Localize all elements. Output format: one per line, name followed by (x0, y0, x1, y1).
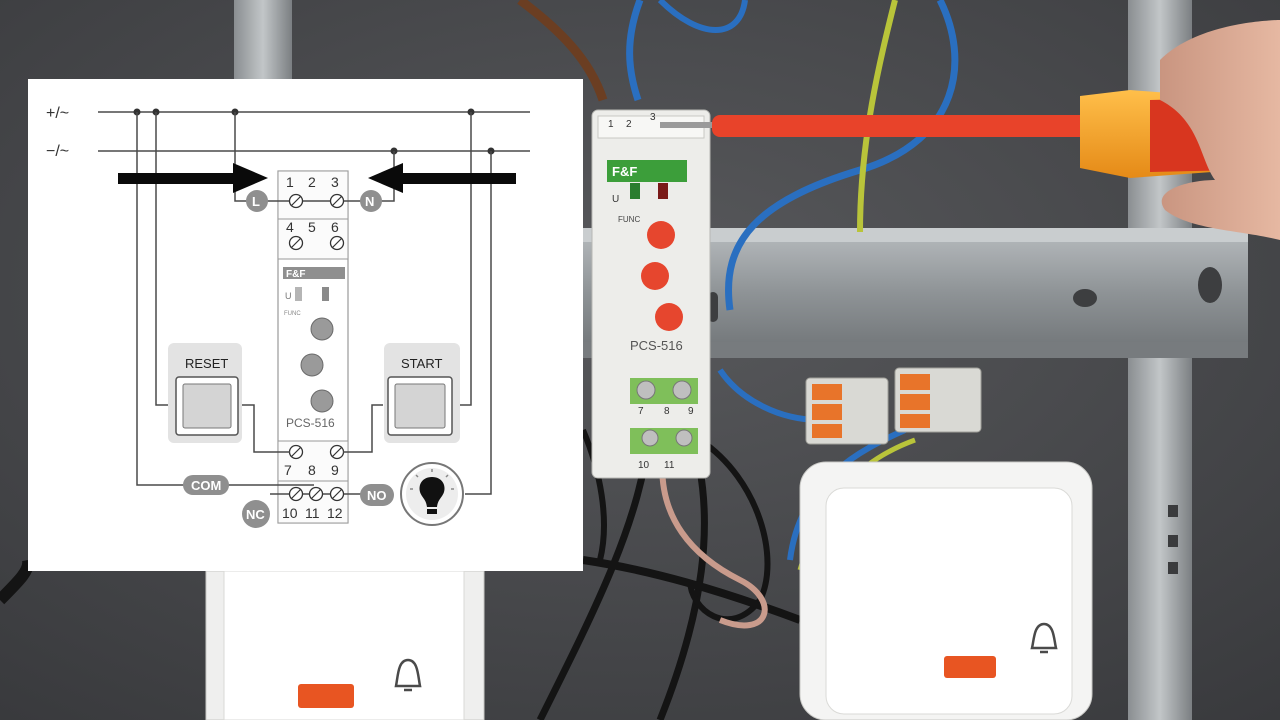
switch-indicator (298, 684, 354, 708)
terminal-label-7: 7 (284, 462, 292, 478)
terminal-label-5: 5 (308, 219, 316, 235)
wire-start-out (343, 404, 383, 453)
screwdriver-sleeve (712, 115, 1092, 137)
photo-led-red (658, 183, 668, 199)
photo-terminal-8: 8 (664, 406, 670, 417)
doorbell-switch-right (799, 461, 1093, 720)
badge-nc-text: NC (246, 507, 265, 522)
photo-relay-func: FUNC (618, 215, 640, 224)
badge-l-text: L (252, 194, 260, 209)
din-rail-lip (583, 342, 1248, 358)
rail-hole (1198, 267, 1222, 303)
wiring-diagram: +/~ −/~ 1 2 3 (46, 105, 530, 528)
bell-icon (394, 658, 422, 692)
terminal-label-3: 3 (331, 174, 339, 190)
switch-indicator (944, 656, 996, 678)
rail-slot (1168, 505, 1178, 517)
photo-knob (647, 221, 675, 249)
terminal-label-1: 1 (286, 174, 294, 190)
light-bulb-icon (419, 477, 445, 507)
relay-brand: F&F (286, 269, 305, 280)
wire-blue (626, 0, 644, 102)
relay-knob (310, 389, 334, 413)
relay-module: 1 2 3 4 5 6 F&F U (186, 170, 385, 524)
reset-button-symbol: RESET (168, 343, 242, 443)
terminal-label-2: 2 (308, 174, 316, 190)
photo-terminal-9: 9 (688, 406, 694, 417)
photo-knob (641, 262, 669, 290)
terminal-label-10: 10 (282, 505, 298, 521)
terminal-label-6: 6 (331, 219, 339, 235)
arrow-left (368, 163, 516, 193)
wago-connector (805, 377, 889, 445)
wire-start-in (458, 112, 472, 406)
wire-com (136, 112, 186, 486)
photo-led-green (630, 183, 640, 199)
start-button-symbol: START (384, 343, 460, 443)
relay-knob (310, 317, 334, 341)
wire-brown (517, 0, 608, 102)
badge-nc (242, 500, 270, 528)
rail-positive-label: +/~ (46, 105, 69, 122)
wire-black (582, 556, 802, 624)
screwdriver-shaft (660, 122, 720, 128)
relay-u-label: U (285, 291, 292, 301)
indicator-u (295, 287, 302, 301)
wire-black (580, 428, 607, 561)
wire-pink (659, 439, 768, 629)
photo-terminal-3: 3 (650, 112, 656, 123)
rail-hole (1073, 289, 1097, 307)
bell-icon (1030, 622, 1058, 654)
lamp-symbol (400, 462, 464, 526)
badge-com (183, 475, 229, 495)
arrow-right (118, 163, 268, 193)
wire-lamp (465, 151, 492, 495)
photo-terminal-7: 7 (638, 406, 644, 417)
terminal-label-11: 11 (305, 505, 320, 521)
relay-module-photo: 1 2 3 F&F U FUNC PCS-516 7 8 9 10 11 (591, 109, 711, 479)
indicator-relay (322, 287, 329, 301)
badge-l (246, 190, 268, 212)
wire-blue (657, 0, 748, 33)
rail-negative-label: −/~ (46, 143, 69, 160)
wire-reset-out (240, 404, 290, 453)
badge-n (360, 190, 382, 212)
photo-relay-brand: F&F (612, 164, 637, 179)
reset-label: RESET (185, 356, 228, 371)
badge-n-text: N (365, 194, 374, 209)
badge-com-text: COM (191, 478, 221, 493)
rail-slot (1168, 535, 1178, 547)
relay-func-label: FUNC (284, 311, 301, 317)
photo-relay-u: U (612, 194, 619, 205)
photo-relay-model: PCS-516 (630, 338, 683, 353)
wire-yellow-green (857, 0, 898, 233)
terminal-label-9: 9 (331, 462, 339, 478)
terminal-label-12: 12 (327, 505, 343, 521)
wiring-diagram-panel: +/~ −/~ 1 2 3 (28, 79, 583, 571)
badge-no-text: NO (367, 488, 387, 503)
doorbell-switch-left (205, 570, 485, 720)
terminal-label-8: 8 (308, 462, 316, 478)
start-label: START (401, 356, 442, 371)
hand (1160, 20, 1280, 240)
wago-connector (894, 367, 982, 433)
photo-terminal-10: 10 (638, 460, 650, 471)
badge-no (360, 484, 394, 506)
relay-knob (300, 353, 324, 377)
relay-model-label: PCS-516 (286, 416, 335, 430)
photo-knob (655, 303, 683, 331)
rail-slot (1168, 562, 1178, 574)
terminal-label-4: 4 (286, 219, 294, 235)
photo-terminal-2: 2 (626, 119, 632, 130)
wire-l (234, 112, 250, 202)
photo-terminal-1: 1 (608, 119, 614, 130)
photo-terminal-11: 11 (664, 460, 675, 471)
